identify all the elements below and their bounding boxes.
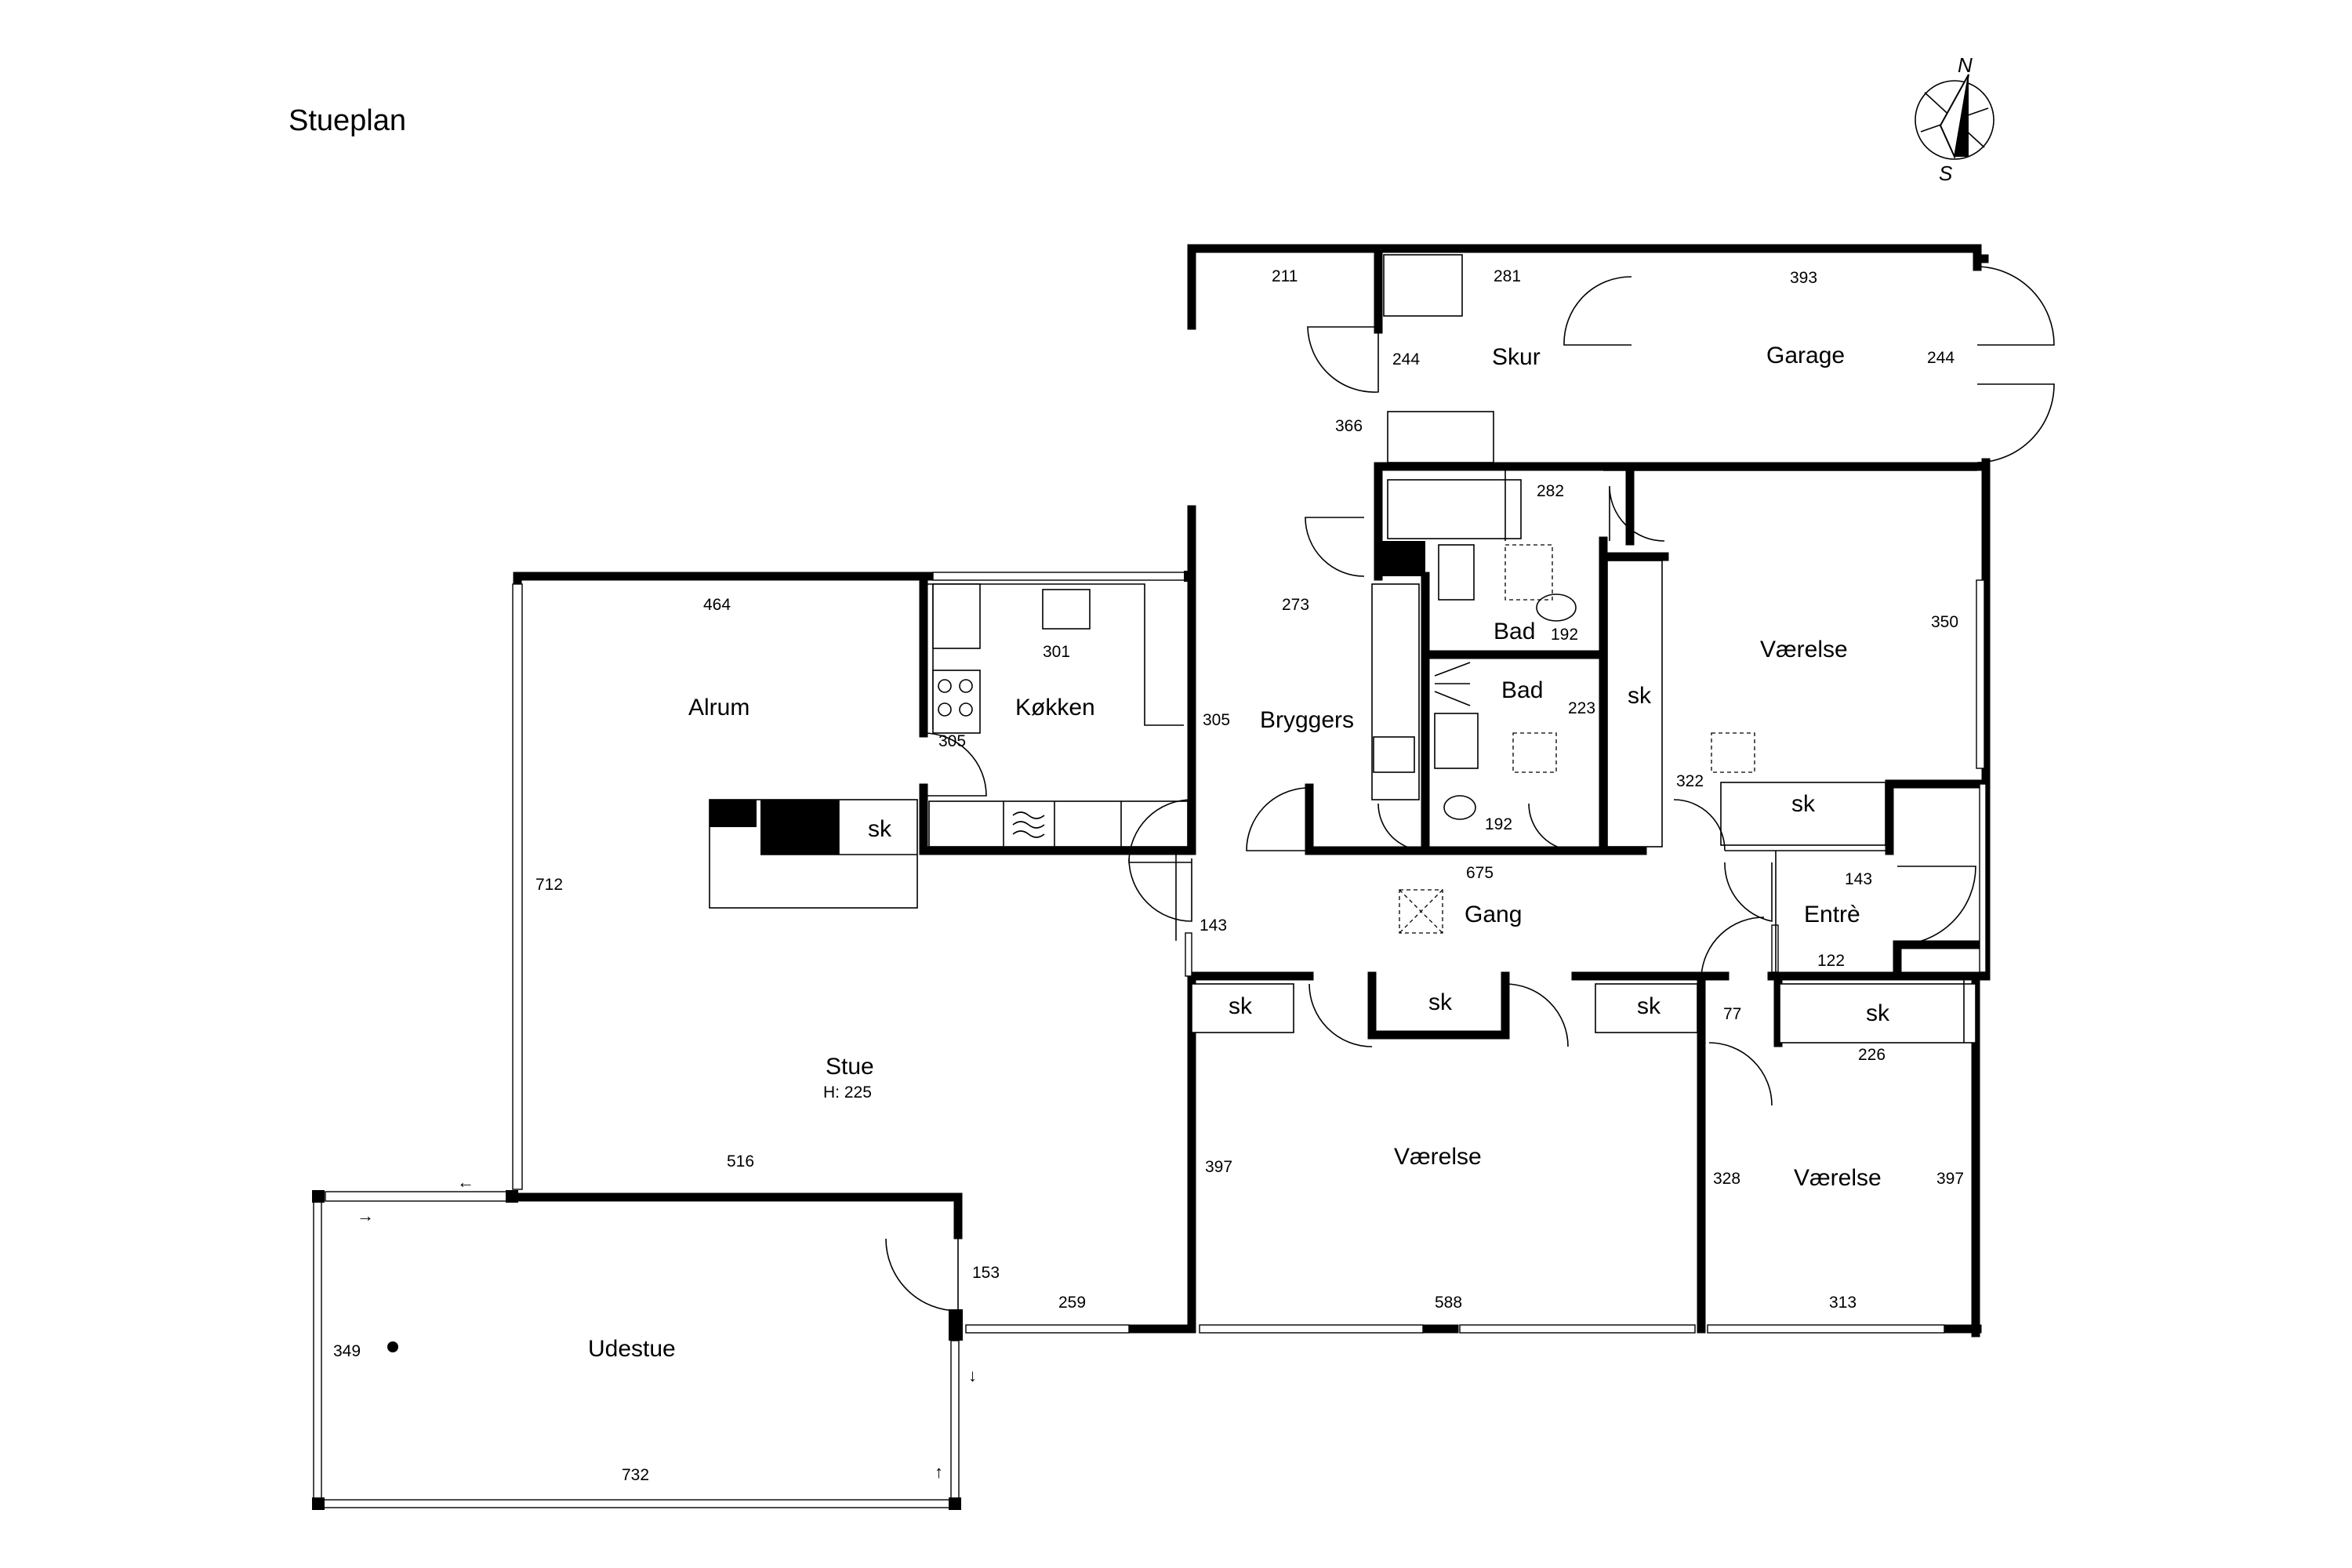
sk-mid-right: sk (1637, 993, 1661, 1019)
room-labels: Skur Garage Alrum Køkken Bryggers Bad Ba… (387, 343, 1890, 1362)
dim-226: 226 (1858, 1046, 1886, 1064)
dim-349: 349 (333, 1342, 361, 1360)
arrow-right-icon: → (357, 1206, 374, 1225)
dim-281: 281 (1494, 267, 1521, 285)
dim-211: 211 (1272, 267, 1298, 285)
dim-588: 588 (1435, 1294, 1462, 1312)
compass-north: N (1958, 53, 1973, 77)
arrow-left-icon: ← (457, 1172, 474, 1192)
room-vaerelse-mid: Værelse (1394, 1144, 1482, 1170)
room-stue: Stue (826, 1054, 874, 1080)
room-bad-lower: Bad (1501, 677, 1543, 703)
dim-244-skur: 244 (1392, 350, 1420, 368)
dim-397-se: 397 (1936, 1170, 1964, 1188)
sk-fireplace: sk (868, 816, 892, 842)
dimension-labels: 211 281 393 244 244 366 282 464 301 273 … (333, 267, 1964, 1484)
dim-313: 313 (1829, 1294, 1857, 1312)
dim-328: 328 (1713, 1170, 1740, 1188)
dim-393: 393 (1790, 269, 1817, 287)
compass-icon: N S (1915, 53, 1994, 185)
room-alrum: Alrum (688, 695, 750, 720)
room-entre: Entrè (1804, 902, 1860, 927)
dim-397-mid: 397 (1205, 1158, 1232, 1176)
dim-192-upper: 192 (1551, 626, 1578, 644)
dim-305-bryggers: 305 (1203, 711, 1230, 729)
windows (312, 571, 1987, 1510)
dim-153: 153 (972, 1264, 1000, 1282)
dim-282: 282 (1537, 482, 1564, 500)
dim-322: 322 (1676, 772, 1704, 790)
dim-122: 122 (1817, 952, 1845, 970)
arrow-up-icon: ↑ (935, 1462, 943, 1482)
room-bad-upper: Bad (1494, 619, 1535, 644)
dim-143-entre: 143 (1845, 870, 1872, 888)
dim-675: 675 (1466, 864, 1494, 882)
dim-305-kitchen: 305 (938, 732, 966, 750)
sk-mid-center: sk (1428, 989, 1453, 1015)
dim-366: 366 (1335, 417, 1363, 435)
dim-259: 259 (1058, 1294, 1086, 1312)
room-vaerelse-ne: Værelse (1760, 637, 1848, 662)
room-bryggers: Bryggers (1260, 707, 1354, 733)
room-skur: Skur (1492, 344, 1541, 370)
room-gang: Gang (1465, 902, 1522, 927)
dim-464: 464 (703, 596, 731, 614)
dim-516: 516 (727, 1152, 754, 1171)
room-vaerelse-se: Værelse (1794, 1165, 1882, 1191)
interior-elements (709, 254, 1977, 1044)
dim-732: 732 (622, 1466, 649, 1484)
arrow-down-icon: ↓ (968, 1366, 977, 1385)
dim-143-gang: 143 (1200, 916, 1227, 935)
udestue-marker (387, 1341, 398, 1352)
dim-244-garage: 244 (1927, 349, 1955, 367)
room-udestue: Udestue (588, 1336, 676, 1362)
dim-192-lower: 192 (1485, 815, 1512, 833)
room-garage: Garage (1766, 343, 1845, 368)
sk-se: sk (1866, 1000, 1890, 1026)
room-kokken: Køkken (1015, 695, 1095, 720)
stue-height: H: 225 (823, 1083, 872, 1102)
dim-301: 301 (1043, 643, 1070, 661)
sk-ne-wardrobe: sk (1791, 791, 1816, 817)
sliding-arrows: ← → ↓ ↑ (357, 1172, 977, 1482)
dim-223: 223 (1568, 699, 1595, 717)
sk-mid-left: sk (1229, 993, 1253, 1019)
dim-77: 77 (1723, 1005, 1741, 1023)
door-swings (885, 266, 2055, 1312)
plan-title: Stueplan (289, 104, 406, 137)
dim-712: 712 (535, 876, 563, 894)
sk-ne-closet: sk (1628, 683, 1652, 709)
compass-south: S (1939, 162, 1953, 185)
dim-273: 273 (1282, 596, 1309, 614)
dim-350: 350 (1931, 613, 1958, 631)
